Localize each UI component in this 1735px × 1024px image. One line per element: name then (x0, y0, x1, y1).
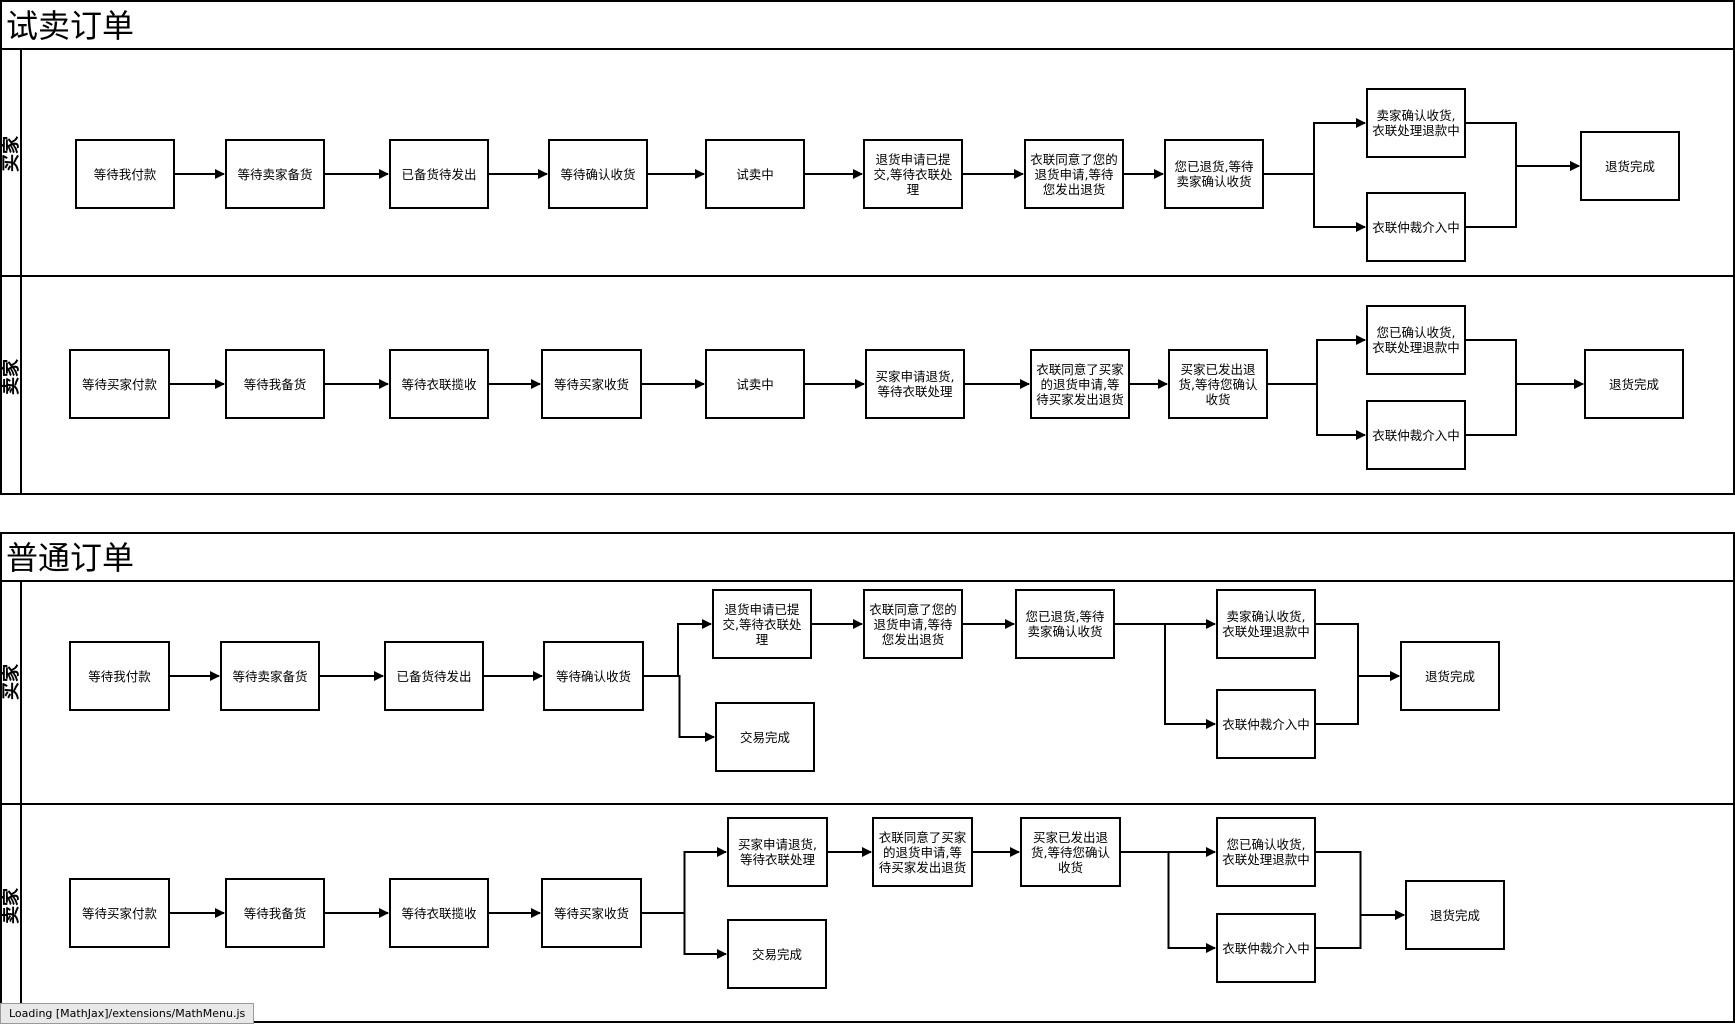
lane-label-buyer: 买家 (1, 664, 22, 700)
flow-node-t1-d: 等待确认收货 (548, 139, 648, 209)
flow-node-n2-h: 买家已发出退货,等待您确认收货 (1020, 817, 1121, 887)
flow-node-t1-h: 您已退货,等待卖家确认收货 (1164, 139, 1264, 209)
flow-node-n1-i: 卖家确认收货,衣联处理退款中 (1216, 589, 1316, 659)
flow-node-n2-j: 衣联仲裁介入中 (1216, 913, 1316, 983)
flow-node-t1-b: 等待卖家备货 (225, 139, 325, 209)
lane-label-seller: 卖家 (1, 888, 22, 924)
flow-node-n1-b: 等待卖家备货 (220, 641, 320, 711)
lane-label-buyer: 买家 (1, 136, 22, 172)
flow-node-t1-c: 已备货待发出 (389, 139, 489, 209)
flow-node-t1-j: 衣联仲裁介入中 (1366, 192, 1466, 262)
flow-node-t2-a: 等待买家付款 (69, 349, 170, 419)
flow-node-n1-g: 衣联同意了您的退货申请,等待您发出退货 (863, 589, 963, 659)
flow-node-n1-k: 退货完成 (1400, 641, 1500, 711)
flow-node-t2-b: 等待我备货 (225, 349, 325, 419)
flow-node-n2-b: 等待我备货 (225, 878, 325, 948)
flow-node-t2-g: 衣联同意了买家的退货申请,等待买家发出退货 (1030, 349, 1130, 419)
flow-node-n2-k: 退货完成 (1405, 880, 1505, 950)
flow-node-n1-c: 已备货待发出 (384, 641, 484, 711)
pool-trial-order: 试卖订单 买家 卖家 (0, 0, 1735, 495)
flow-node-n2-i: 您已确认收货,衣联处理退款中 (1216, 817, 1316, 887)
pool-title: 普通订单 (6, 539, 135, 577)
flow-node-t2-d: 等待买家收货 (541, 349, 642, 419)
flow-node-t1-g: 衣联同意了您的退货申请,等待您发出退货 (1024, 139, 1124, 209)
flow-node-n2-d: 等待买家收货 (541, 878, 642, 948)
flow-node-t2-f: 买家申请退货,等待衣联处理 (865, 349, 965, 419)
flow-node-n1-j: 衣联仲裁介入中 (1216, 689, 1316, 759)
flow-node-n2-c: 等待衣联揽收 (389, 878, 489, 948)
flow-node-n1-f: 退货申请已提交,等待衣联处理 (712, 589, 812, 659)
flow-node-n1-h: 您已退货,等待卖家确认收货 (1015, 589, 1115, 659)
flow-node-t1-f: 退货申请已提交,等待衣联处理 (863, 139, 963, 209)
flow-node-n2-f: 买家申请退货,等待衣联处理 (727, 817, 828, 887)
flow-node-t2-c: 等待衣联揽收 (389, 349, 489, 419)
flow-node-t1-k: 退货完成 (1580, 131, 1680, 201)
flow-node-n1-x: 交易完成 (715, 702, 815, 772)
flow-node-n1-d: 等待确认收货 (543, 641, 644, 711)
flow-node-t2-i: 您已确认收货,衣联处理退款中 (1366, 305, 1466, 375)
flow-node-t2-j: 衣联仲裁介入中 (1366, 400, 1466, 470)
flow-node-t1-i: 卖家确认收货,衣联处理退款中 (1366, 88, 1466, 158)
flow-node-t2-e: 试卖中 (705, 349, 805, 419)
lane-label-seller: 卖家 (1, 359, 22, 395)
flow-node-n1-a: 等待我付款 (69, 641, 170, 711)
flow-node-t1-a: 等待我付款 (75, 139, 175, 209)
flow-node-t2-k: 退货完成 (1584, 349, 1684, 419)
flow-node-n2-x: 交易完成 (727, 919, 827, 989)
flow-node-t1-e: 试卖中 (705, 139, 805, 209)
pool-title: 试卖订单 (6, 7, 135, 45)
status-bar: Loading [MathJax]/extensions/MathMenu.js (0, 1003, 255, 1024)
flow-node-n2-a: 等待买家付款 (69, 878, 170, 948)
flow-node-t2-h: 买家已发出退货,等待您确认收货 (1168, 349, 1268, 419)
flow-node-n2-g: 衣联同意了买家的退货申请,等待买家发出退货 (872, 817, 973, 887)
